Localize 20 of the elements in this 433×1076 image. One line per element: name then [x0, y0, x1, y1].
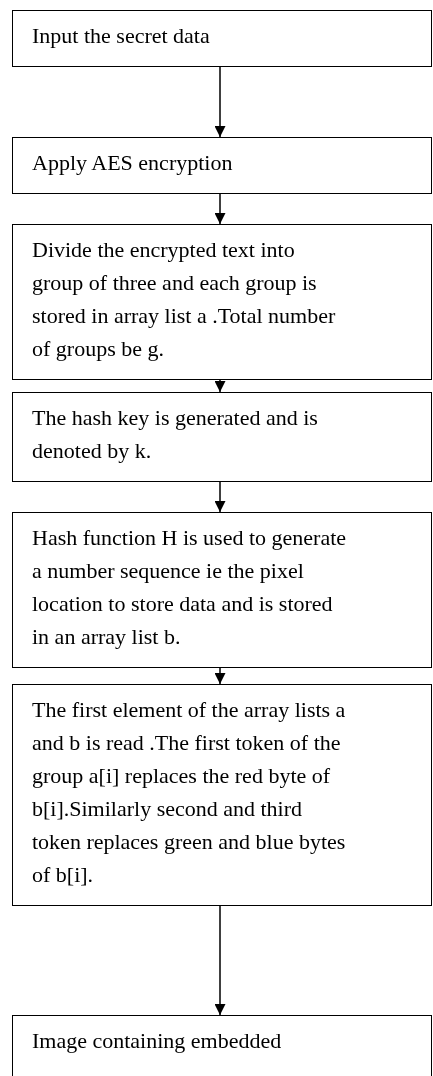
arrow — [214, 66, 226, 138]
arrow — [214, 481, 226, 513]
process-box — [12, 512, 432, 668]
step-text: The first element of the array lists a and b is read .The first token of the group a[i] replaces the red byte of b[i].Similarly second and third token replaces green and blue bytes of b[i]. — [32, 696, 347, 889]
process-box — [12, 224, 432, 380]
step-text: Hash function H is used to generate a number sequence ie the pixel location to store data and is stored in an array list b. — [32, 524, 348, 651]
process-box — [12, 392, 432, 482]
arrow — [214, 193, 226, 225]
arrow — [214, 667, 226, 685]
step-text: Image containing embedded — [32, 1027, 283, 1055]
arrow — [214, 905, 226, 1016]
process-box — [12, 1015, 432, 1076]
arrow — [214, 379, 226, 393]
step-text: Divide the encrypted text into group of three and each group is stored in array list a .Total number of groups be g. — [32, 236, 337, 363]
process-box — [12, 137, 432, 194]
step-text: Apply AES encryption — [32, 149, 234, 177]
process-box — [12, 10, 432, 67]
step-text: The hash key is generated and is denoted by k. — [32, 404, 319, 465]
process-box — [12, 684, 432, 906]
step-text: Input the secret data — [32, 22, 211, 50]
